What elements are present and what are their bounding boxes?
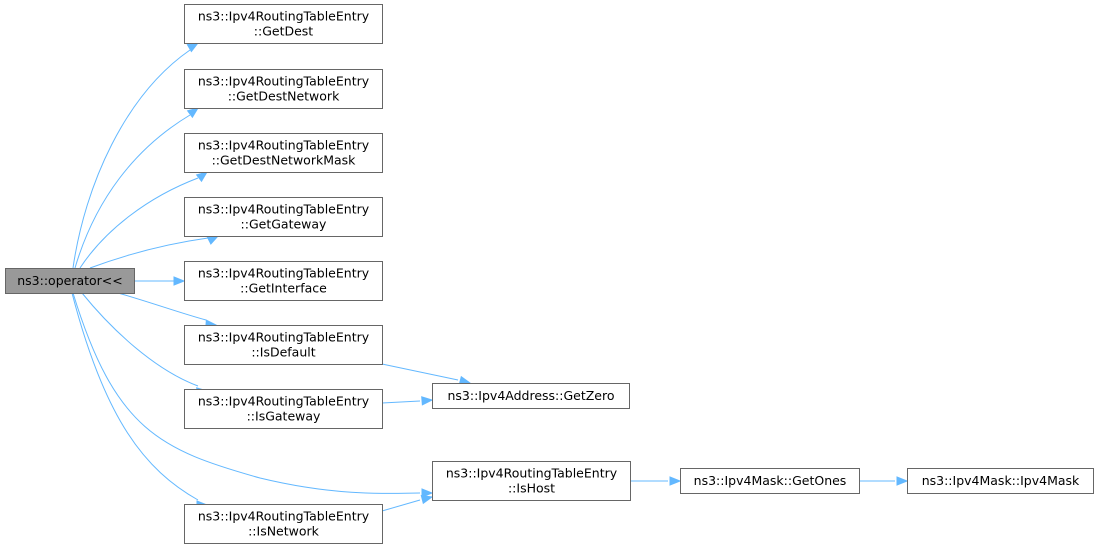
edge-line	[381, 363, 459, 381]
root-node-box	[5, 268, 135, 294]
node-box	[680, 468, 860, 494]
node-box	[184, 261, 383, 301]
node-label-line: ns3::Ipv4RoutingTableEntry	[198, 330, 370, 345]
node-ipv4mask[interactable]: ns3::Ipv4Mask::Ipv4Mask	[907, 468, 1094, 494]
node-label-line: ::GetDest	[254, 24, 314, 39]
node-label-line: ::IsNetwork	[248, 524, 320, 539]
node-label-line: ns3::Ipv4RoutingTableEntry	[198, 266, 370, 281]
edge-line	[72, 292, 421, 494]
node-getdestnetworkmask[interactable]: ns3::Ipv4RoutingTableEntry::GetDestNetwo…	[184, 133, 383, 173]
node-box	[184, 197, 383, 237]
edge-isgateway-to-getzero	[381, 396, 434, 406]
arrowhead-icon	[896, 476, 909, 486]
node-box	[432, 383, 630, 409]
node-label-line: ns3::Ipv4Mask::Ipv4Mask	[922, 473, 1080, 488]
edge-isdefault-to-getzero	[381, 363, 472, 386]
edge-operator-to-getdestnetworkmask	[79, 171, 209, 269]
node-label-line: ::GetGateway	[241, 217, 328, 232]
node-label-line: ns3::Ipv4RoutingTableEntry	[198, 138, 370, 153]
arrowhead-icon	[173, 276, 186, 286]
node-ishost[interactable]: ns3::Ipv4RoutingTableEntry::IsHost	[432, 461, 631, 501]
arrowhead-icon	[421, 396, 434, 406]
node-isnetwork[interactable]: ns3::Ipv4RoutingTableEntry::IsNetwork	[184, 504, 383, 544]
node-getzero[interactable]: ns3::Ipv4Address::GetZero	[432, 383, 630, 409]
arrowhead-icon	[669, 476, 682, 486]
edge-line	[117, 292, 207, 321]
node-label-line: ::IsHost	[508, 481, 555, 496]
node-label-line: ::IsDefault	[251, 345, 315, 360]
node-box	[432, 461, 631, 501]
node-label-line: ns3::Ipv4RoutingTableEntry	[446, 466, 618, 481]
node-isdefault[interactable]: ns3::Ipv4RoutingTableEntry::IsDefault	[184, 325, 383, 365]
node-label-line: ns3::Ipv4RoutingTableEntry	[198, 394, 370, 409]
node-label-line: ::GetInterface	[240, 281, 327, 296]
edge-line	[381, 499, 421, 512]
node-label-line: ns3::Ipv4RoutingTableEntry	[198, 202, 370, 217]
edge-operator-to-getdest	[72, 42, 200, 269]
node-box	[184, 133, 383, 173]
edge-line	[74, 114, 191, 269]
edge-operator-to-getinterface	[134, 276, 186, 286]
node-box	[184, 4, 383, 44]
node-getones[interactable]: ns3::Ipv4Mask::GetOnes	[680, 468, 860, 494]
node-box	[184, 504, 383, 544]
edge-ishost-to-getones	[630, 476, 682, 486]
node-label-line: ns3::operator<<	[17, 273, 123, 288]
edge-line	[79, 177, 199, 269]
arrowhead-icon	[195, 171, 209, 183]
node-isgateway[interactable]: ns3::Ipv4RoutingTableEntry::IsGateway	[184, 389, 383, 429]
node-getinterface[interactable]: ns3::Ipv4RoutingTableEntry::GetInterface	[184, 261, 383, 301]
node-box	[907, 468, 1094, 494]
node-operator[interactable]: ns3::operator<<	[5, 268, 135, 294]
edges-layer	[71, 42, 909, 512]
node-box	[184, 69, 383, 109]
node-label-line: ::GetDestNetworkMask	[212, 153, 357, 168]
edge-line	[381, 400, 421, 404]
edge-line	[89, 237, 209, 269]
arrowhead-icon	[420, 494, 434, 505]
node-getdest[interactable]: ns3::Ipv4RoutingTableEntry::GetDest	[184, 4, 383, 44]
edge-line	[72, 49, 191, 269]
node-label-line: ::GetDestNetwork	[228, 89, 340, 104]
node-box	[184, 325, 383, 365]
node-label-line: ns3::Ipv4Address::GetZero	[447, 388, 614, 403]
node-getdestnetwork[interactable]: ns3::Ipv4RoutingTableEntry::GetDestNetwo…	[184, 69, 383, 109]
edge-line	[81, 292, 199, 387]
arrowhead-icon	[186, 107, 200, 119]
edge-operator-to-ishost	[72, 292, 434, 498]
edge-isnetwork-to-ishost	[381, 494, 434, 512]
edge-getones-to-ipv4mask	[859, 476, 909, 486]
node-label-line: ns3::Ipv4RoutingTableEntry	[198, 74, 370, 89]
arrowhead-icon	[206, 235, 220, 245]
node-label-line: ns3::Ipv4Mask::GetOnes	[694, 473, 847, 488]
node-getgateway[interactable]: ns3::Ipv4RoutingTableEntry::GetGateway	[184, 197, 383, 237]
edge-operator-to-getdestnetwork	[74, 107, 200, 269]
arrowhead-icon	[421, 488, 434, 498]
nodes-layer: ns3::operator<<ns3::Ipv4RoutingTableEntr…	[5, 4, 1094, 544]
node-label-line: ns3::Ipv4RoutingTableEntry	[198, 9, 370, 24]
node-label-line: ::IsGateway	[247, 409, 321, 424]
node-box	[184, 389, 383, 429]
node-label-line: ns3::Ipv4RoutingTableEntry	[198, 509, 370, 524]
edge-line	[71, 292, 199, 501]
